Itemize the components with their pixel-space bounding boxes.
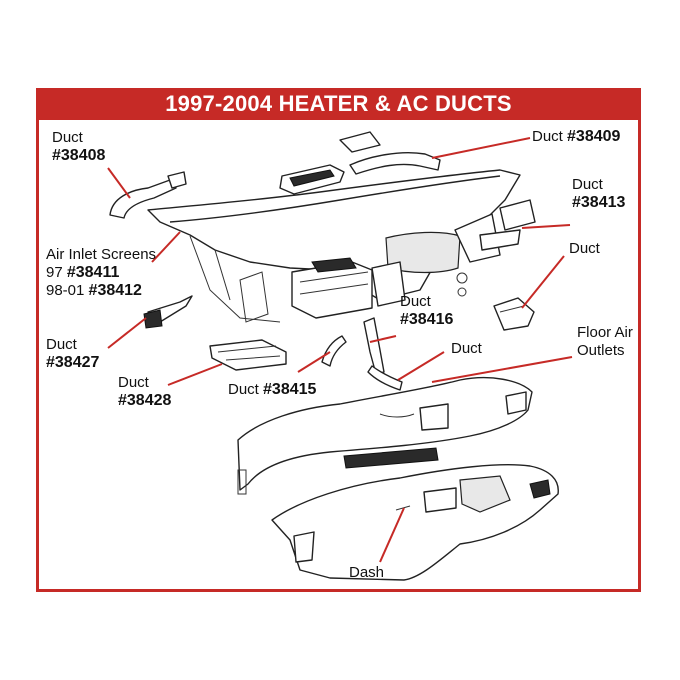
duct-38427-part	[143, 295, 193, 329]
diagram-title: 1997-2004 HEATER & AC DUCTS	[36, 88, 641, 120]
label-duct-center-name: Duct	[451, 340, 482, 357]
label-duct-38428-part: #38428	[118, 392, 172, 409]
label-duct-38409-part: #38409	[567, 128, 621, 145]
duct-right-part	[493, 297, 535, 331]
leader-38427	[107, 317, 147, 349]
label-duct-38408-part: #38408	[52, 147, 106, 164]
label-floor-air-line1: Floor Air	[577, 324, 633, 341]
label-duct-38408-name: Duct	[52, 129, 83, 146]
label-duct-right: Duct	[569, 240, 600, 258]
label-duct-38427: Duct #38427	[46, 336, 99, 372]
label-duct-38416: Duct #38416	[400, 293, 453, 329]
label-dash-name: Dash	[349, 564, 385, 581]
defrost-vent-strip	[343, 447, 439, 469]
label-duct-38415: Duct #38415	[228, 381, 316, 399]
duct-38416-part	[363, 317, 403, 391]
label-air-inlet-38411: #38411	[66, 264, 120, 281]
label-air-inlet-97: 97	[46, 264, 67, 281]
leader-38416	[369, 335, 397, 343]
label-duct-38408: Duct #38408	[52, 129, 105, 165]
label-duct-38409: Duct #38409	[532, 128, 620, 146]
leader-lines	[107, 137, 573, 563]
label-duct-38416-name: Duct	[400, 293, 431, 310]
duct-38408-part	[109, 171, 187, 219]
label-duct-38413: Duct #38413	[572, 176, 625, 212]
label-duct-38428-name: Duct	[118, 374, 149, 391]
label-duct-38415-part: #38415	[263, 381, 317, 398]
leader-38409	[431, 137, 531, 159]
label-duct-right-name: Duct	[569, 240, 600, 257]
label-dash: Dash	[349, 564, 384, 582]
leader-duct-right	[521, 255, 565, 309]
label-duct-38413-part: #38413	[572, 194, 626, 211]
leader-floor-air	[431, 356, 573, 383]
label-duct-38409-name: Duct	[532, 128, 568, 145]
duct-38409-part	[339, 131, 441, 175]
label-duct-38428: Duct #38428	[118, 374, 171, 410]
label-air-inlet-title: Air Inlet Screens	[46, 246, 157, 263]
duct-38415-part	[321, 335, 347, 367]
floor-outlet-assembly	[237, 377, 533, 495]
label-duct-38427-part: #38427	[46, 354, 100, 371]
label-duct-38427-name: Duct	[46, 336, 77, 353]
label-floor-air-outlets: Floor Air Outlets	[577, 324, 633, 360]
leader-38413	[521, 224, 571, 229]
leader-38415	[297, 351, 331, 373]
label-air-inlet-38412: #38412	[88, 282, 142, 299]
label-floor-air-line2: Outlets	[577, 342, 625, 359]
leader-38408	[107, 167, 131, 199]
cowl-assembly	[147, 169, 536, 323]
leader-dash	[379, 507, 405, 563]
leader-38428	[167, 363, 223, 386]
label-duct-center: Duct	[451, 340, 482, 358]
label-duct-38413-name: Duct	[572, 176, 603, 193]
duct-38428-part	[209, 339, 287, 371]
label-duct-38416-part: #38416	[400, 311, 454, 328]
leader-air-inlet	[151, 231, 181, 263]
label-air-inlet-screens: Air Inlet Screens 97 #38411 98-01 #38412	[46, 246, 156, 300]
dash-panel-part	[271, 464, 559, 581]
label-air-inlet-98-01: 98-01	[46, 282, 89, 299]
leader-duct-center	[397, 351, 445, 381]
label-duct-38415-name: Duct	[228, 381, 264, 398]
defrost-duct-part	[279, 164, 345, 195]
